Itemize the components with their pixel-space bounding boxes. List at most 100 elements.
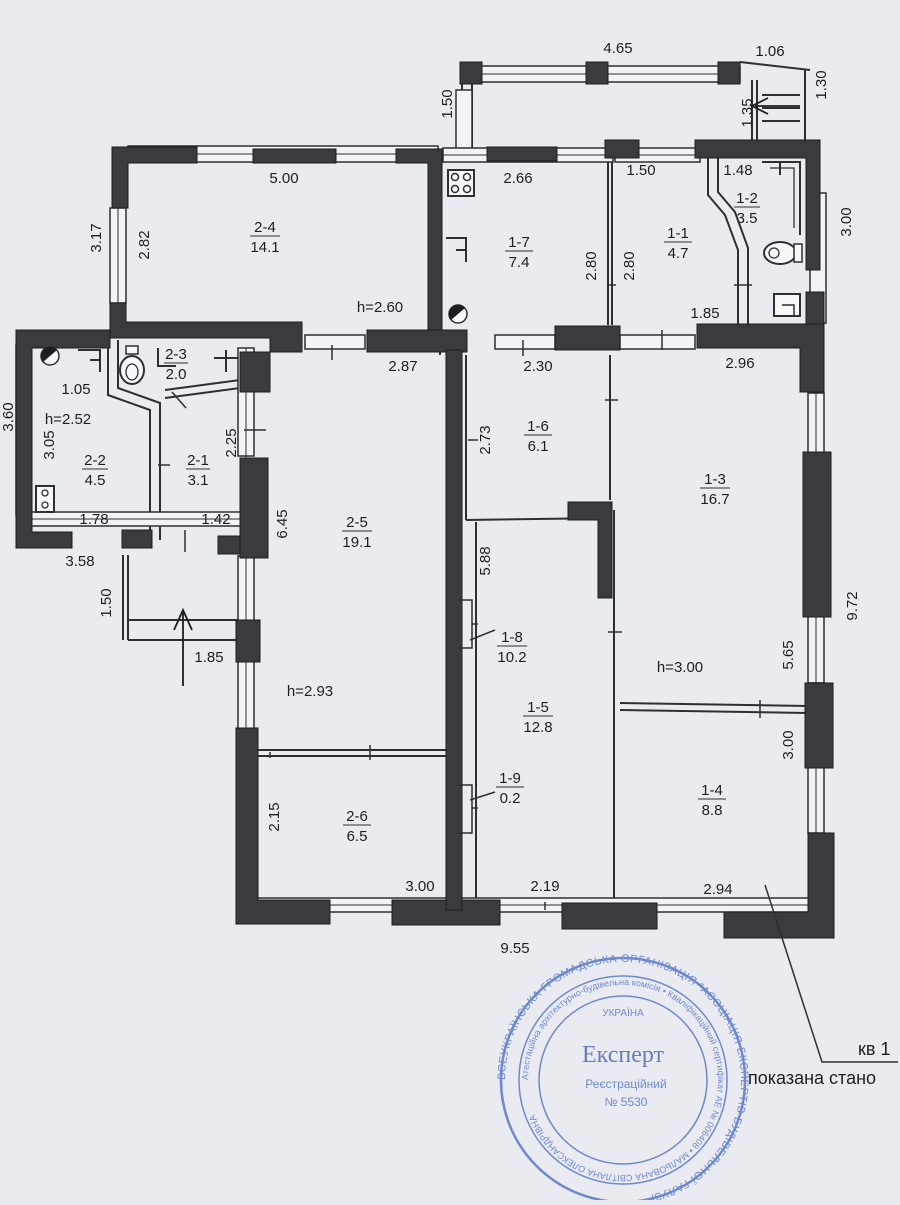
dimension-labels: 4.65 1.06 1.30 1.50 1.35 5.00 2.66 1.50 … [0,40,861,957]
sink-icon [446,237,467,262]
sink-icon [773,293,801,317]
dimension-label: 3.00 [838,207,855,236]
dimension-label: 2.80 [621,251,638,280]
door-1-9 [458,784,473,834]
room-id: 1-9 [499,770,521,787]
room-area: 3.5 [737,210,758,227]
dimension-label: 1.42 [201,511,230,528]
dimension-label: 1.48 [723,162,752,179]
toilet-icon [119,345,145,385]
stove-icon [35,485,55,513]
dimension-label: 1.50 [98,588,115,617]
dimension-label: 1.06 [755,43,784,60]
room-labels: 2-4 14.1 1-7 7.4 1-1 4.7 1-2 3.5 2-3 2.0… [82,190,760,845]
room-id: 2-1 [187,452,209,469]
room-1-4: 1-4 8.8 [698,782,726,819]
dimension-label: 3.05 [41,430,58,459]
toilet-icon [763,241,803,265]
dimension-label: 2.96 [725,355,754,372]
partition-2-3-2-1 [107,340,151,540]
entrance-arrow-icon [173,607,193,686]
room-id: 1-3 [704,471,726,488]
room-id: 2-2 [84,452,106,469]
annotation-line1: кв 1 [858,1039,890,1059]
dimension-label: 1.78 [79,511,108,528]
dimension-label: 6.45 [274,509,291,538]
height-label: h=2.52 [45,411,91,428]
room-id: 2-4 [254,219,276,236]
partition-1-3-1-4 [619,702,809,707]
wall-center-north [366,329,468,353]
walls [15,61,835,939]
room-area: 6.1 [528,438,549,455]
room-1-1: 1-1 4.7 [664,225,692,262]
dimension-label: 1.30 [813,70,830,99]
room-area: 10.2 [497,649,526,666]
room-area: 14.1 [250,239,279,256]
wall-1-4-pier [804,682,834,769]
sink-icon [157,348,176,367]
sink-icon [214,350,238,372]
annotation-line2: показана стано [748,1068,876,1088]
room-id: 2-3 [165,346,187,363]
wall-corner-se [723,832,835,939]
stamp-reg-line2: № 5530 [605,1095,648,1109]
tick-marks [158,284,761,910]
stamp-reg-line1: Реєстраційний [585,1077,666,1091]
wall-center-spine [445,349,463,911]
dimension-label: 1.50 [626,162,655,179]
room-area: 12.8 [523,719,552,736]
room-1-3: 1-3 16.7 [700,471,730,508]
room-1-9: 1-9 0.2 [496,770,524,807]
dimension-label: 2.66 [503,170,532,187]
room-area: 3.1 [188,472,209,489]
doors [458,599,496,834]
stamp-title: Експерт [582,1042,665,1068]
room-id: 2-5 [346,514,368,531]
wall-corner-ne [696,323,825,393]
room-id: 1-4 [701,782,723,799]
window-veranda-west [455,89,473,151]
room-2-4: 2-4 14.1 [250,219,280,256]
dimension-label: 4.65 [603,40,632,57]
partition-1-1-1-2 [707,157,739,325]
dimension-label: 9.72 [844,591,861,620]
dimension-label: 2.25 [223,428,240,457]
wall-2-2-corner [15,329,111,549]
stove-icon [447,169,475,197]
boiler-icon [40,346,60,366]
dimension-label: 2.82 [136,230,153,259]
room-1-8: 1-8 10.2 [497,629,527,666]
dimension-label: 3.60 [0,402,17,431]
room-id: 1-7 [508,234,530,251]
dimension-label: 3.17 [88,223,105,252]
room-1-2: 1-2 3.5 [734,190,760,227]
room-2-3: 2-3 2.0 [164,346,188,383]
height-label: h=2.60 [357,299,403,316]
room-area: 7.4 [509,254,530,271]
room-area: 16.7 [700,491,729,508]
room-2-1: 2-1 3.1 [186,452,210,489]
room-area: 6.5 [347,828,368,845]
dimension-label: 1.85 [194,649,223,666]
dimension-label: 3.00 [405,878,434,895]
entrance-arrow-icon [749,97,800,115]
room-area: 8.8 [702,802,723,819]
stamp-country: УКРАЇНА [602,1007,644,1019]
dimension-label: 2.19 [530,878,559,895]
stair-top [739,61,811,71]
dimension-label: 5.00 [269,170,298,187]
room-area: 2.0 [166,366,187,383]
annotation-leader [764,884,898,1063]
wall-2-5-pier [239,457,269,559]
room-id: 1-8 [501,629,523,646]
wall-corner-sw [235,727,331,925]
room-area: 0.2 [500,790,521,807]
dimension-label: 2.30 [523,358,552,375]
dimension-label: 3.58 [65,553,94,570]
room-1-5: 1-5 12.8 [523,699,553,736]
wall-1-3-pier [802,451,832,618]
room-id: 1-1 [667,225,689,242]
